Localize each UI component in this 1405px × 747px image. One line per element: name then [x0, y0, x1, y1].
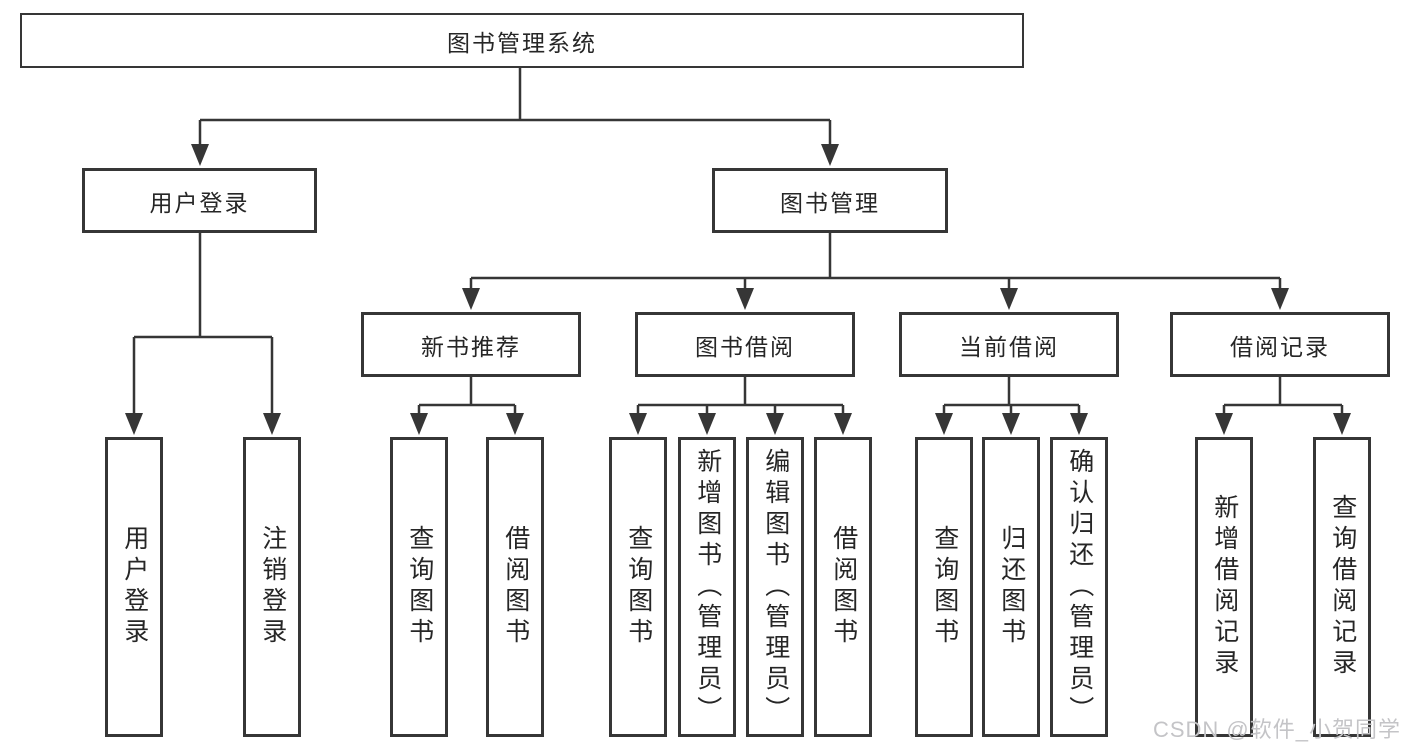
- node-library-management-system: 图书管理系统: [20, 13, 1024, 68]
- node-label: 用户登录: [149, 189, 250, 216]
- leaf-label: 注销登录: [258, 525, 287, 649]
- leaf-query-books-current: 查询图书: [915, 437, 973, 737]
- node-label: 图书借阅: [695, 333, 795, 360]
- node-label: 图书管理系统: [447, 29, 597, 56]
- leaf-edit-book-admin: 编辑图书（管理员）: [746, 437, 804, 737]
- leaf-label: 确认归还（管理员）: [1065, 447, 1094, 727]
- leaf-label: 新增借阅记录: [1210, 494, 1239, 680]
- leaf-logout: 注销登录: [243, 437, 301, 737]
- csdn-watermark: CSDN @软件_小贺同学: [1152, 717, 1401, 742]
- node-label: 图书管理: [780, 189, 880, 216]
- leaf-label: 归还图书: [997, 525, 1026, 649]
- leaf-label: 查询图书: [930, 525, 959, 649]
- leaf-return-books: 归还图书: [982, 437, 1040, 737]
- leaf-borrow-books: 借阅图书: [814, 437, 872, 737]
- leaf-add-borrow-record: 新增借阅记录: [1195, 437, 1253, 737]
- node-label: 借阅记录: [1230, 333, 1330, 360]
- node-new-book-recommendation: 新书推荐: [361, 312, 581, 377]
- node-label: 当前借阅: [959, 333, 1059, 360]
- leaf-add-book-admin: 新增图书（管理员）: [678, 437, 736, 737]
- node-borrowing-records: 借阅记录: [1170, 312, 1390, 377]
- leaf-query-books-borrow: 查询图书: [609, 437, 667, 737]
- node-current-borrowing: 当前借阅: [899, 312, 1119, 377]
- leaf-label: 编辑图书（管理员）: [761, 447, 790, 727]
- node-book-borrowing: 图书借阅: [635, 312, 855, 377]
- leaf-label: 新增图书（管理员）: [693, 447, 722, 727]
- node-user-login: 用户登录: [82, 168, 317, 233]
- leaf-label: 借阅图书: [829, 525, 858, 649]
- leaf-user-login: 用户登录: [105, 437, 163, 737]
- leaf-label: 用户登录: [120, 525, 149, 649]
- leaf-label: 借阅图书: [501, 525, 530, 649]
- leaf-label: 查询图书: [405, 525, 434, 649]
- node-label: 新书推荐: [421, 333, 521, 360]
- leaf-confirm-return-admin: 确认归还（管理员）: [1050, 437, 1108, 737]
- leaf-query-books-recommend: 查询图书: [390, 437, 448, 737]
- leaf-borrow-books-recommend: 借阅图书: [486, 437, 544, 737]
- leaf-query-borrow-record: 查询借阅记录: [1313, 437, 1371, 737]
- node-book-management: 图书管理: [712, 168, 948, 233]
- leaf-label: 查询图书: [624, 525, 653, 649]
- leaf-label: 查询借阅记录: [1328, 494, 1357, 680]
